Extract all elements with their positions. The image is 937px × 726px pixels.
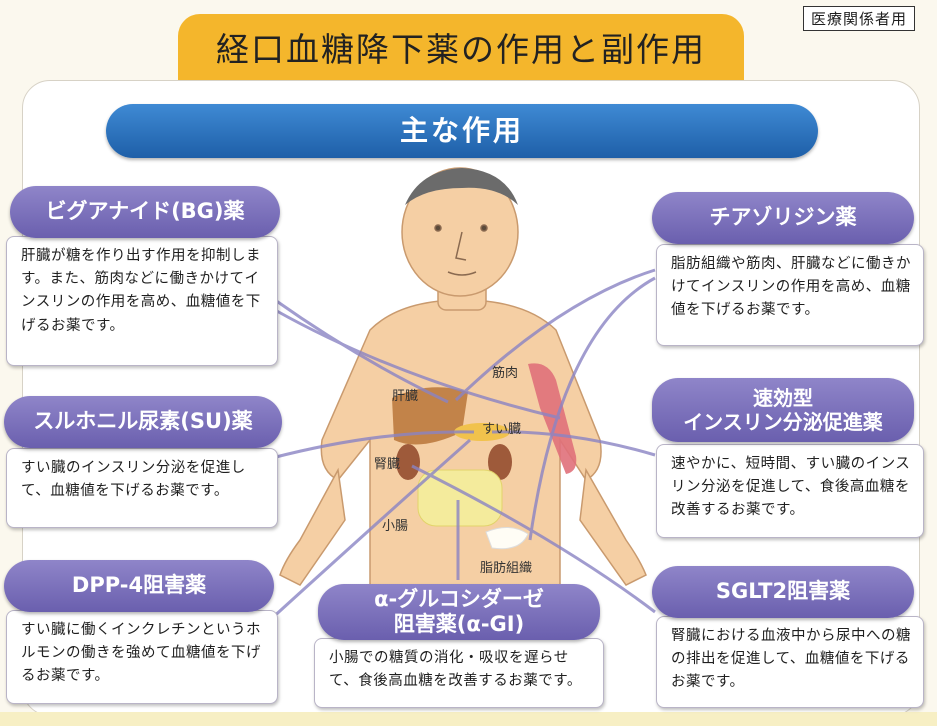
drug-description-glinide: 速やかに、短時間、すい臓のインスリン分泌を促進して、食後高血糖を改善するお薬です…: [656, 444, 924, 538]
drug-name-glinide-line1: 速効型: [753, 386, 813, 410]
adipose-shape: [485, 527, 529, 550]
connector-bg: [274, 298, 449, 404]
drug-description-dpp4: すい臓に働くインクレチンというホルモンの働きを強めて血糖値を下げるお薬です。: [6, 610, 278, 704]
drug-description-sglt2: 腎臓における血液中から尿中への糖の排出を促進して、血糖値を下げるお薬です。: [656, 616, 924, 708]
organ-label-pancreas: すい臓: [482, 422, 522, 437]
connector-sglt2: [411, 464, 656, 614]
connector-bg-muscle: [274, 308, 561, 420]
drug-name-glinide: 速効型 インスリン分泌促進薬: [652, 378, 914, 442]
audience-tag: 医療関係者用: [802, 6, 915, 31]
drug-name-agi-line1: α-グルコシダーゼ: [374, 586, 544, 611]
pancreas-shape: [454, 423, 510, 441]
bottom-strip: [0, 712, 937, 726]
drug-description-tzd: 脂肪組織や筋肉、肝臓などに働きかけてインスリンの作用を高め、血糖値を下げるお薬で…: [656, 244, 924, 346]
organ-label-adipose: 脂肪組織: [480, 561, 533, 576]
section-heading: 主な作用: [106, 104, 818, 158]
face: [434, 224, 488, 276]
muscle-shape: [528, 363, 577, 474]
drug-description-agi: 小腸での糖質の消化・吸収を遅らせて、食後高血糖を改善するお薬です。: [314, 638, 604, 708]
organ-label-small-intestine: 小腸: [382, 519, 409, 534]
drug-name-dpp4: DPP-4阻害薬: [4, 560, 274, 612]
organ-label-muscle: 筋肉: [492, 366, 519, 381]
organ-label-kidney: 腎臓: [374, 457, 401, 472]
connector-glinide: [491, 430, 656, 457]
liver-shape: [392, 387, 468, 445]
drug-name-sglt2: SGLT2阻害薬: [652, 566, 914, 618]
kidney-right: [488, 444, 512, 480]
drug-name-agi: α-グルコシダーゼ 阻害薬(α-GI): [318, 584, 600, 640]
connector-tzd-liver: [454, 268, 656, 402]
page-title: 経口血糖降下薬の作用と副作用: [178, 14, 744, 86]
left-arm: [279, 467, 346, 586]
drug-name-tzd: チアゾリジン薬: [652, 192, 914, 244]
drug-name-glinide-line2: インスリン分泌促進薬: [683, 410, 883, 434]
small-intestine-shape: [417, 469, 503, 527]
connector-dpp4: [268, 438, 471, 622]
torso: [320, 299, 602, 621]
connector-lines: [268, 268, 656, 622]
organ-label-liver: 肝臓: [392, 389, 419, 404]
drug-name-agi-line2: 阻害薬(α-GI): [393, 612, 525, 636]
connector-tzd: [528, 276, 656, 541]
kidney-left: [396, 444, 420, 480]
hair: [405, 168, 518, 205]
drug-description-bg: 肝臓が糖を作り出す作用を抑制します。また、筋肉などに働きかけてインスリンの作用を…: [6, 236, 278, 366]
drug-name-bg: ビグアナイド(BG)薬: [10, 186, 280, 238]
head: [401, 167, 519, 297]
right-arm: [579, 467, 647, 586]
drug-name-su: スルホニル尿素(SU)薬: [4, 396, 282, 448]
connector-su: [271, 430, 475, 460]
drug-description-su: すい臓のインスリン分泌を促進して、血糖値を下げるお薬です。: [6, 448, 278, 528]
